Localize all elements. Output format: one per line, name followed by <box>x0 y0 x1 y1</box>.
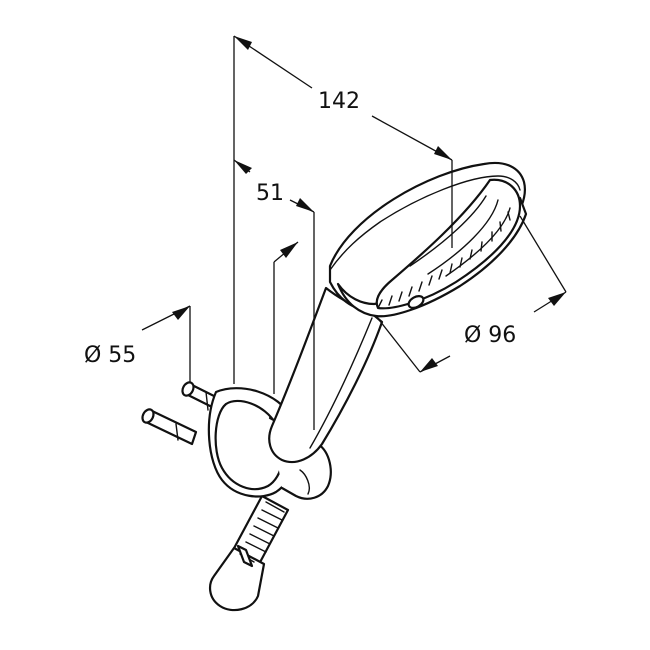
hand-shower-assembly <box>141 161 528 612</box>
dimension-142-label: 142 <box>318 89 360 114</box>
dimension-diameter-55-label: Ø 55 <box>84 343 136 368</box>
dimension-lines <box>141 35 567 430</box>
shower-hose <box>208 494 290 612</box>
shower-head <box>328 161 528 318</box>
dimension-diameter-96-label: Ø 96 <box>464 323 516 348</box>
dimension-51-label: 51 <box>256 181 284 206</box>
